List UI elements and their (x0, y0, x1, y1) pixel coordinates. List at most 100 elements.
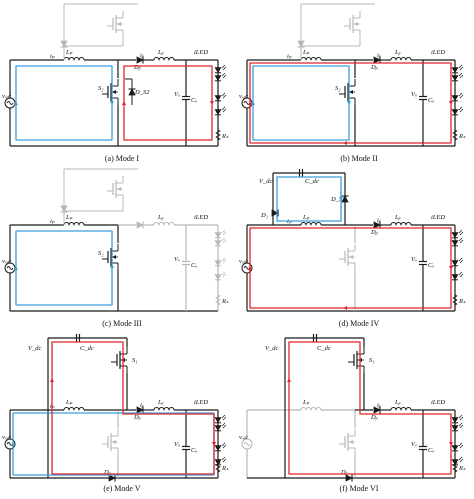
led-ray (221, 64, 226, 69)
led-ray (221, 257, 226, 262)
output-capacitor (419, 260, 427, 266)
output-capacitor (419, 95, 427, 101)
led-ray (458, 237, 463, 242)
iled-label: iLED (431, 214, 445, 221)
panel-caption: (b) Mode II (340, 154, 378, 163)
db-label: Dᵦ (370, 64, 378, 71)
db-label: Dᵦ (133, 414, 141, 421)
lp-label: Lₚ (65, 49, 73, 56)
led-ray (221, 237, 226, 242)
led-icon (451, 257, 464, 267)
ip-label: iₚ (287, 53, 292, 60)
led-triangle (214, 240, 222, 247)
led-triangle (451, 232, 459, 239)
led-ray (222, 424, 227, 429)
lb-label: Lᵦ (157, 214, 164, 221)
current-path-blue (276, 176, 342, 222)
led-triangle (214, 445, 222, 452)
rs-label: Rₛ (458, 133, 466, 140)
aux-diode (297, 40, 305, 48)
led-ray (221, 442, 226, 447)
diode-triangle (60, 205, 68, 213)
sense-resistor (452, 129, 458, 141)
led-ray (222, 66, 227, 71)
ac-source-icon (241, 438, 253, 450)
led-ray (459, 108, 464, 113)
co-label: Cₒ (428, 97, 434, 104)
sense-resistor (452, 461, 458, 473)
led-triangle (214, 417, 222, 424)
led-icon (451, 442, 464, 452)
db-label: Dᵦ (370, 414, 378, 421)
lb-label: Lᵦ (157, 49, 164, 56)
led-icon (451, 271, 464, 281)
vsrc-label: vᵣₑc (2, 434, 11, 441)
d7-diode (108, 474, 116, 482)
s1-mosfet (111, 347, 128, 373)
vo-label: Vₒ (411, 256, 417, 263)
diode-triangle (373, 406, 381, 414)
vo-label: Vₒ (174, 256, 180, 263)
lb-label: Lᵦ (157, 399, 164, 406)
led-ray (459, 74, 464, 79)
led-icon (214, 229, 227, 239)
current-path-red (123, 65, 213, 141)
led-ray (459, 458, 464, 463)
co-label: Cₒ (428, 447, 434, 454)
ib-label: iᵦ (377, 402, 381, 409)
led-triangle (214, 274, 222, 281)
led-ray (459, 416, 464, 421)
led-ray (222, 444, 227, 449)
led-ray (458, 229, 463, 234)
panel-caption: (e) Mode V (103, 484, 140, 493)
vsrc-label: vᵣₑc (239, 258, 248, 265)
inductor-lb (153, 406, 175, 411)
dsw-label: D_S2 (134, 89, 150, 96)
current-path-blue (12, 412, 215, 476)
co-label: Cₒ (428, 262, 434, 269)
led-ray (458, 64, 463, 69)
lp-label: Lₚ (65, 214, 73, 221)
led-icon (451, 229, 464, 239)
led-ray (459, 424, 464, 429)
cdc-label: C_dc (317, 345, 331, 352)
lp-label: Lₚ (302, 214, 310, 221)
led-icon (214, 414, 227, 424)
led-ray (458, 271, 463, 276)
led-ray (221, 229, 226, 234)
led-triangle (451, 95, 459, 102)
led-ray (222, 108, 227, 113)
vo-label: Vₒ (174, 91, 180, 98)
vdc-label: V_dc (259, 178, 272, 185)
source-wave (6, 266, 14, 270)
led-triangle (451, 109, 459, 116)
source-wave (6, 101, 14, 105)
led-ray (222, 94, 227, 99)
output-capacitor (182, 260, 190, 266)
dc-capacitor (298, 169, 304, 177)
led-ray (221, 92, 226, 97)
diode-triangle (345, 474, 353, 482)
s1-label: S₁ (132, 357, 138, 364)
led-triangle (451, 240, 459, 247)
led-ray (222, 259, 227, 264)
led-icon (451, 92, 464, 102)
led-icon (214, 422, 227, 432)
aux-mosfet (107, 176, 124, 202)
d1-label: D₁ (260, 212, 268, 219)
s1-mosfet (348, 347, 365, 373)
led-icon (214, 257, 227, 267)
rs-label: Rₛ (458, 465, 466, 472)
output-capacitor (419, 445, 427, 451)
led-ray (222, 458, 227, 463)
vsrc-label: vᵣₑc (2, 93, 11, 100)
cdc-label: C_dc (305, 178, 319, 185)
led-ray (458, 442, 463, 447)
led-icon (214, 72, 227, 82)
co-label: Cₒ (191, 97, 197, 104)
lb-label: Lᵦ (394, 214, 401, 221)
sense-resistor (215, 294, 221, 306)
sense-resistor (215, 461, 221, 473)
switch-mosfet (102, 429, 119, 455)
